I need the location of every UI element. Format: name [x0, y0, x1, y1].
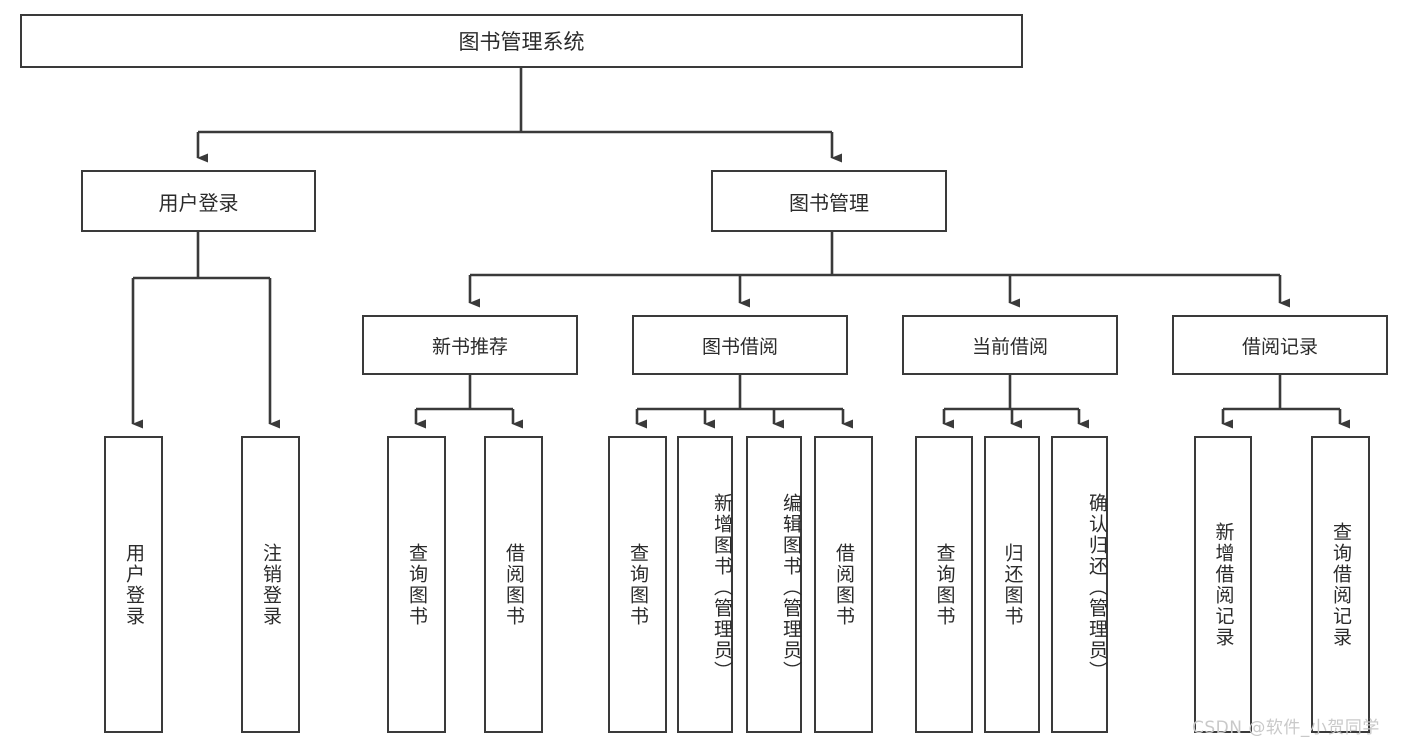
leaf-logout[interactable]: 注销登录	[241, 436, 300, 733]
leaf-user-login[interactable]: 用户登录	[104, 436, 163, 733]
leaf-query-books-recommendation[interactable]: 查询图书	[387, 436, 446, 733]
node-user-login[interactable]: 用户登录	[81, 170, 316, 232]
node-new-book-recommendation[interactable]: 新书推荐	[362, 315, 578, 375]
leaf-confirm-return-admin[interactable]: 确认归还（管理员）	[1051, 436, 1108, 733]
leaf-query-borrowing-record[interactable]: 查询借阅记录	[1311, 436, 1370, 733]
node-borrowing-records[interactable]: 借阅记录	[1172, 315, 1388, 375]
leaf-query-books-borrowing[interactable]: 查询图书	[608, 436, 667, 733]
csdn-watermark: CSDN @软件_小贺同学	[1192, 718, 1380, 738]
node-book-borrowing[interactable]: 图书借阅	[632, 315, 848, 375]
node-root-library-management-system[interactable]: 图书管理系统	[20, 14, 1023, 68]
node-book-management[interactable]: 图书管理	[711, 170, 947, 232]
node-current-borrowing[interactable]: 当前借阅	[902, 315, 1118, 375]
leaf-edit-book-admin[interactable]: 编辑图书（管理员）	[746, 436, 802, 733]
leaf-borrow-books-borrowing[interactable]: 借阅图书	[814, 436, 873, 733]
leaf-return-books[interactable]: 归还图书	[984, 436, 1040, 733]
leaf-add-book-admin[interactable]: 新增图书（管理员）	[677, 436, 733, 733]
leaf-borrow-books-recommendation[interactable]: 借阅图书	[484, 436, 543, 733]
leaf-add-borrowing-record[interactable]: 新增借阅记录	[1194, 436, 1252, 733]
leaf-query-books-current[interactable]: 查询图书	[915, 436, 973, 733]
